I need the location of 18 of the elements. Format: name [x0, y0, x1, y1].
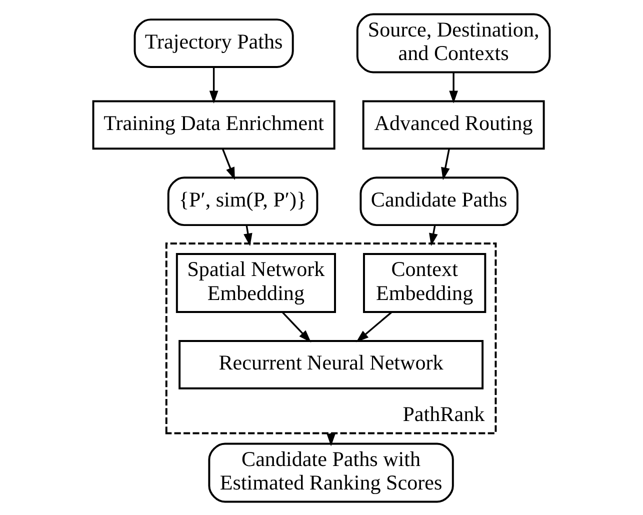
node-box: Spatial Network Embedding: [176, 252, 336, 312]
node-box: Source, Destination, and Contexts: [356, 12, 551, 73]
arrow: [449, 72, 458, 103]
arrow: [282, 311, 312, 342]
node-box: Trajectory Paths: [134, 18, 294, 68]
node-box: Recurrent Neural Network: [178, 340, 484, 389]
node-box: Candidate Paths: [360, 176, 518, 226]
node-box: Context Embedding: [363, 252, 486, 312]
arrow: [244, 224, 252, 246]
node-box: {P′, sim(P, P′)}: [167, 176, 318, 226]
arrow: [441, 148, 450, 180]
arrow: [429, 224, 438, 246]
arrow: [356, 311, 392, 342]
node-box: Training Data Enrichment: [92, 100, 336, 150]
node-box: Advanced Routing: [362, 100, 545, 150]
node-box: Candidate Paths with Estimated Ranking Scores: [208, 442, 454, 502]
arrow: [209, 66, 218, 103]
arrow: [222, 148, 235, 180]
